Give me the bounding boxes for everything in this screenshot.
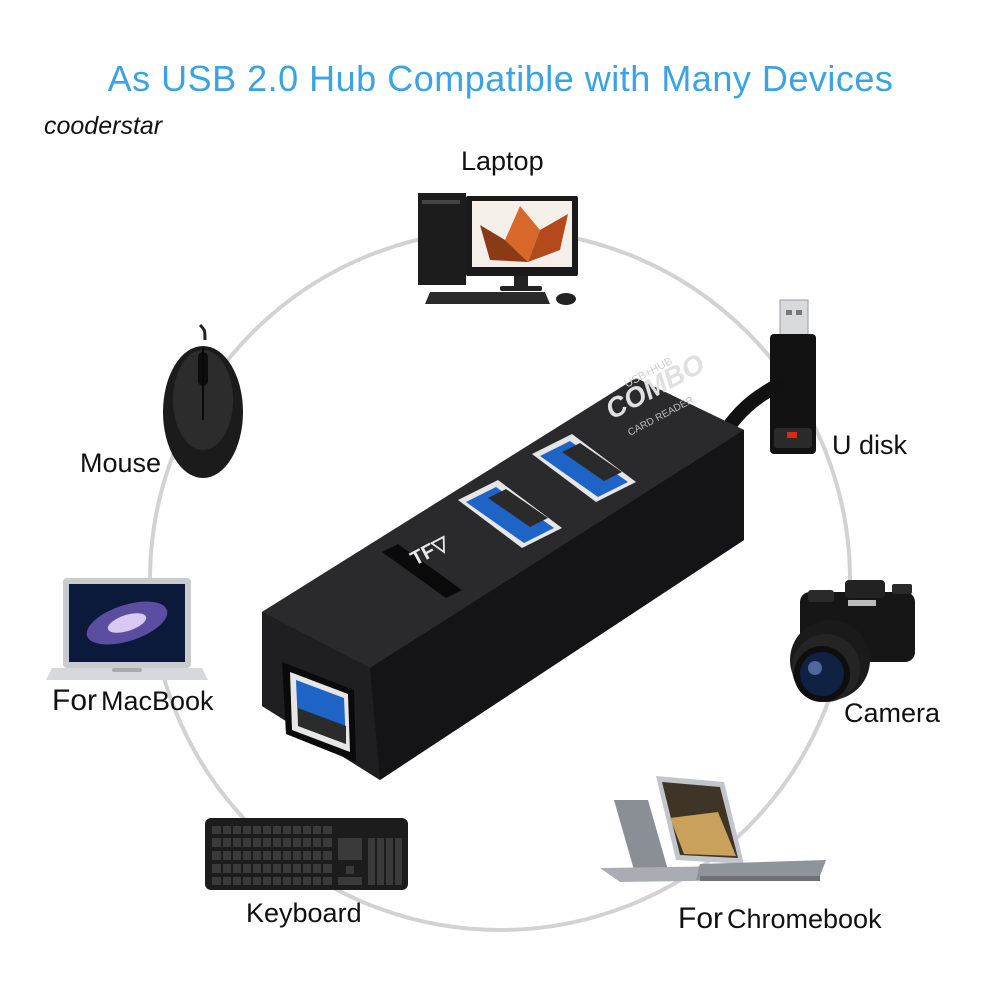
brand-logo: cooderstar bbox=[44, 112, 163, 140]
desktop-computer-image bbox=[418, 193, 578, 305]
label-macbook-text: MacBook bbox=[101, 686, 214, 716]
page-title: As USB 2.0 Hub Compatible with Many Devi… bbox=[107, 58, 894, 99]
mouse-image bbox=[163, 323, 243, 478]
label-camera: Camera bbox=[844, 698, 941, 728]
hub-cable bbox=[723, 378, 785, 432]
chromebook-image bbox=[600, 776, 826, 882]
usb-port-top-1 bbox=[458, 480, 562, 548]
usb-port-top-2 bbox=[532, 434, 636, 502]
tf-card-slot bbox=[382, 544, 462, 598]
keyboard-image bbox=[205, 818, 408, 890]
label-udisk: U disk bbox=[832, 430, 908, 460]
usb-hub-image: TF▽ USB+HUB COMBO CARD READER bbox=[262, 347, 744, 780]
camera-image bbox=[790, 580, 915, 702]
label-chromebook-text: Chromebook bbox=[727, 904, 882, 934]
macbook-image bbox=[46, 578, 208, 680]
label-laptop: Laptop bbox=[461, 146, 544, 176]
label-mouse: Mouse bbox=[80, 448, 162, 478]
label-chromebook-prefix: For bbox=[678, 902, 723, 935]
label-macbook-prefix: For bbox=[52, 684, 97, 717]
udisk-image bbox=[770, 299, 816, 454]
label-keyboard: Keyboard bbox=[246, 898, 362, 928]
